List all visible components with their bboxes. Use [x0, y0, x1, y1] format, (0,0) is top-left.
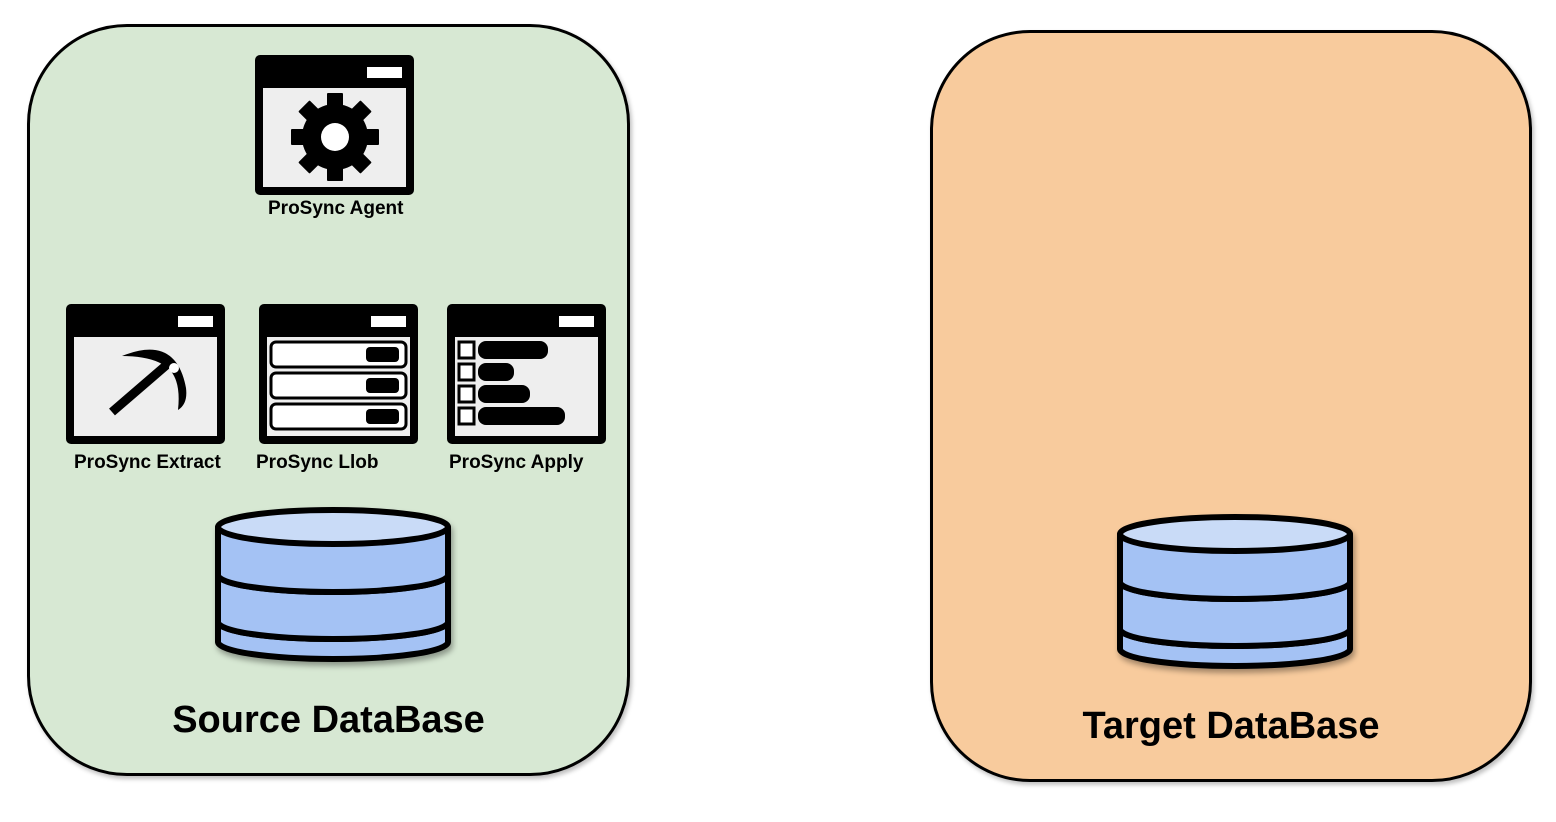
prosync-agent-component: ProSync Agent	[255, 55, 414, 219]
pickaxe-icon	[109, 349, 187, 416]
source-database-title: Source DataBase	[172, 699, 485, 741]
app-window-icon	[66, 304, 225, 444]
checklist-bars-icon	[457, 340, 565, 426]
target-database-cylinder-icon	[1117, 514, 1353, 669]
prosync-extract-component: ProSync Extract	[66, 304, 225, 473]
target-database-title: Target DataBase	[1082, 705, 1380, 747]
window-titlebar-button	[178, 316, 213, 327]
prosync-agent-label: ProSync Agent	[268, 198, 404, 219]
source-database-cylinder-icon	[215, 507, 451, 662]
prosync-extract-label: ProSync Extract	[74, 452, 221, 473]
prosync-llob-component: ProSync Llob	[256, 304, 418, 473]
prosync-apply-component: ProSync Apply	[447, 304, 606, 473]
app-window-icon	[255, 55, 414, 195]
window-titlebar-button	[559, 316, 594, 327]
app-window-icon	[447, 304, 606, 444]
window-titlebar-button	[367, 67, 402, 78]
prosync-llob-label: ProSync Llob	[256, 452, 379, 473]
prosync-apply-label: ProSync Apply	[449, 452, 584, 473]
gear-icon	[291, 93, 379, 181]
app-window-icon	[259, 304, 418, 444]
list-rows-icon	[269, 340, 408, 431]
window-titlebar-button	[371, 316, 406, 327]
